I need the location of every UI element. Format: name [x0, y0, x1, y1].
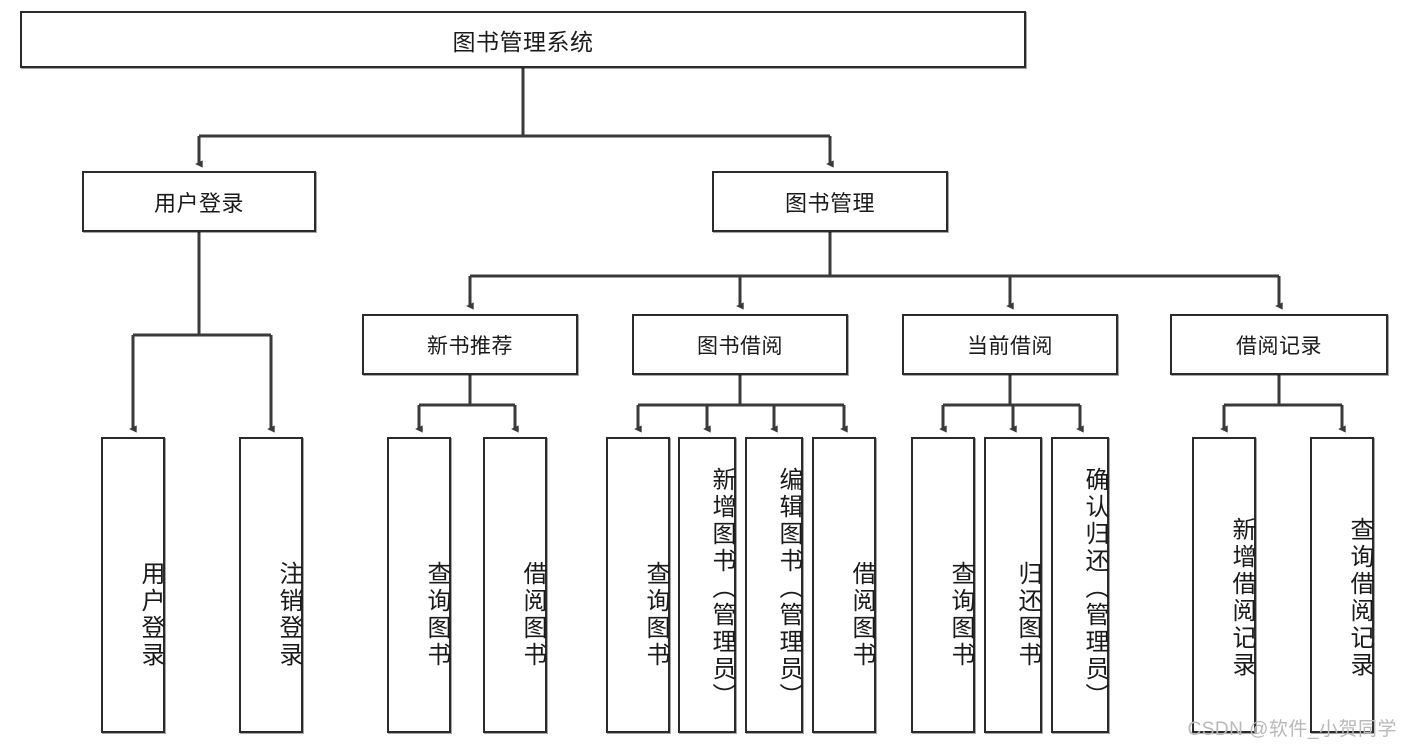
leaf-borrow-books-newbook[interactable]: 借阅图书	[483, 437, 547, 733]
leaf-add-borrow-record-label: 新增借阅记录	[1228, 517, 1255, 679]
node-borrow-record-label: 借阅记录	[1236, 334, 1322, 358]
node-new-book-recommend[interactable]: 新书推荐	[362, 314, 578, 375]
leaf-return-books[interactable]: 归还图书	[984, 437, 1042, 733]
leaf-borrow-books[interactable]: 借阅图书	[812, 437, 876, 733]
leaf-edit-book-admin[interactable]: 编辑图书（管理员）	[745, 437, 803, 733]
leaf-logout-label: 注销登录	[275, 561, 302, 669]
leaf-borrow-books-label: 借阅图书	[848, 561, 875, 669]
leaf-add-book-admin-label: 新增图书（管理员）	[708, 466, 735, 710]
node-book-borrow-label: 图书借阅	[697, 334, 783, 358]
leaf-query-books-borrow-label: 查询图书	[642, 561, 669, 669]
node-current-borrow-label: 当前借阅	[967, 334, 1053, 358]
node-root-label: 图书管理系统	[452, 28, 594, 55]
leaf-query-books-current-label: 查询图书	[947, 561, 974, 669]
leaf-query-books-newbook-label: 查询图书	[423, 561, 450, 669]
leaf-logout[interactable]: 注销登录	[239, 437, 303, 733]
leaf-query-borrow-record[interactable]: 查询借阅记录	[1310, 437, 1374, 733]
node-book-management[interactable]: 图书管理	[712, 171, 948, 232]
leaf-confirm-return-admin-label: 确认归还（管理员）	[1081, 466, 1108, 710]
node-current-borrow[interactable]: 当前借阅	[902, 314, 1118, 375]
leaf-edit-book-admin-label: 编辑图书（管理员）	[775, 466, 802, 710]
leaf-confirm-return-admin[interactable]: 确认归还（管理员）	[1051, 437, 1109, 733]
leaf-query-borrow-record-label: 查询借阅记录	[1346, 517, 1373, 679]
node-book-borrow[interactable]: 图书借阅	[632, 314, 848, 375]
leaf-add-borrow-record[interactable]: 新增借阅记录	[1192, 437, 1256, 733]
leaf-query-books-current[interactable]: 查询图书	[911, 437, 975, 733]
leaf-query-books-borrow[interactable]: 查询图书	[606, 437, 670, 733]
leaf-borrow-books-newbook-label: 借阅图书	[519, 561, 546, 669]
node-user-login-label: 用户登录	[153, 190, 244, 216]
node-root-system[interactable]: 图书管理系统	[20, 11, 1026, 68]
node-borrow-record[interactable]: 借阅记录	[1170, 314, 1388, 375]
leaf-query-books-newbook[interactable]: 查询图书	[387, 437, 451, 733]
leaf-add-book-admin[interactable]: 新增图书（管理员）	[678, 437, 736, 733]
leaf-user-login[interactable]: 用户登录	[101, 437, 165, 733]
node-new-book-recommend-label: 新书推荐	[427, 334, 513, 358]
node-user-login[interactable]: 用户登录	[82, 171, 316, 232]
leaf-user-login-label: 用户登录	[137, 561, 164, 669]
leaf-return-books-label: 归还图书	[1014, 561, 1041, 669]
node-book-management-label: 图书管理	[784, 190, 875, 216]
csdn-watermark: CSDN @软件_小贺同学	[1187, 719, 1397, 740]
